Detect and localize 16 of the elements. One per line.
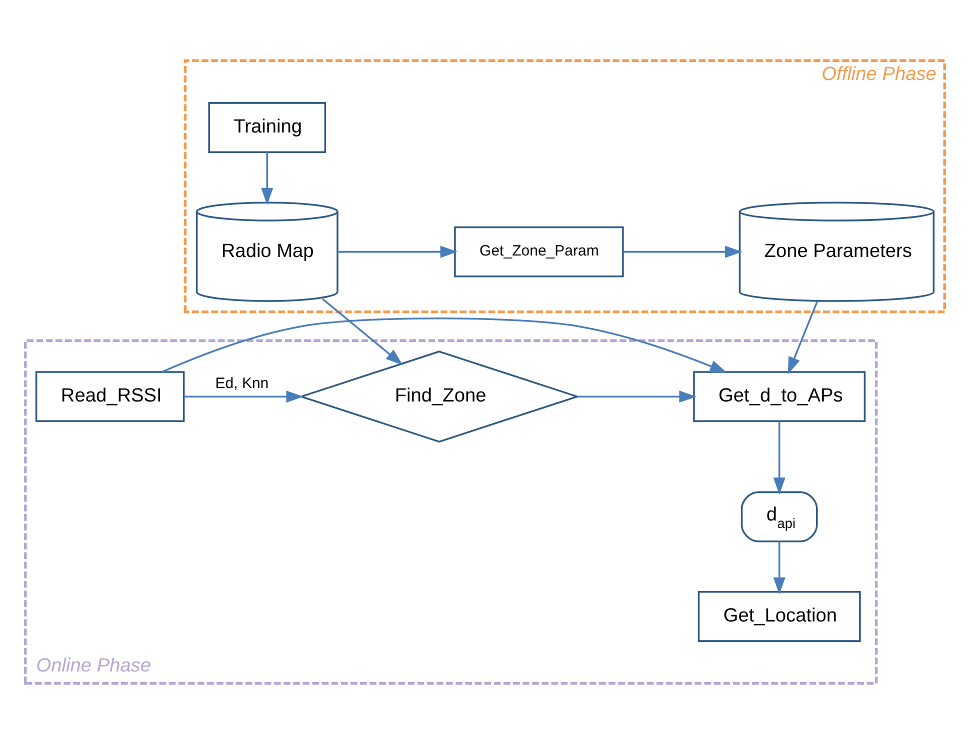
node-box: Read_RSSI xyxy=(34,371,184,422)
arrow xyxy=(183,390,303,403)
node-box: Get_Location xyxy=(697,591,860,642)
node-box: d$_{api}$ xyxy=(740,491,818,542)
arrow xyxy=(787,300,818,374)
node-box: Get_Zone_Param xyxy=(454,226,624,278)
arrow xyxy=(772,422,785,495)
node-box: Training xyxy=(208,102,326,153)
arrow xyxy=(772,542,785,595)
arrow xyxy=(622,246,742,258)
arrow xyxy=(260,152,273,206)
arrow xyxy=(337,246,458,258)
edge-label: Ed, Knn xyxy=(214,375,268,392)
arrow xyxy=(576,390,696,403)
node-box: Get_d_to_APs xyxy=(692,371,866,422)
arrow xyxy=(161,318,727,373)
